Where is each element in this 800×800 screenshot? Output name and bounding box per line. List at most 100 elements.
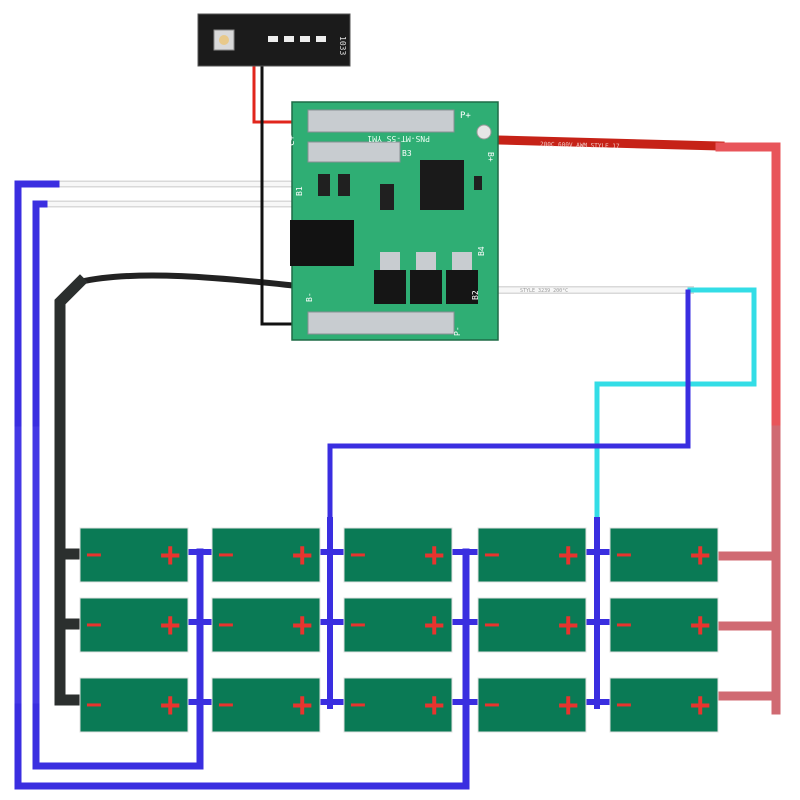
battery-cell-body [343, 597, 453, 653]
black-lead-b-minus [76, 272, 302, 290]
terminal-label-b4: B4 [477, 246, 486, 256]
battery-cell-minus-sign: − [86, 540, 102, 570]
battery-cell-plus-sign: + [424, 605, 444, 645]
pad-p-minus [307, 311, 455, 335]
red-lead-print: 200C 600V AWM STYLE 17 [540, 141, 620, 150]
battery-cell-minus-sign: − [484, 690, 500, 720]
battery-cell: −+ [211, 527, 321, 583]
battery-cell-grid: −+−+−+−+−+−+−+−+−+−+−+−+−+−+−+ [79, 527, 719, 733]
battery-cell: −+ [609, 677, 719, 733]
terminal-label-b2: B2 [471, 290, 480, 300]
push-button-cap [219, 35, 229, 45]
battery-cell-minus-sign: − [616, 540, 632, 570]
battery-cell: −+ [343, 597, 453, 653]
insulated-leads: 200C 600V AWM STYLE 17 STYLE 3239 200°C [40, 64, 725, 326]
battery-cell-body [211, 677, 321, 733]
battery-cell-minus-sign: − [218, 610, 234, 640]
battery-cell-plus-sign: + [292, 535, 312, 575]
blue-outer-highlight [14, 426, 40, 704]
mosfet-icon [374, 270, 478, 304]
smd-components [318, 174, 482, 210]
battery-cell-plus-sign: + [424, 685, 444, 725]
battery-cell: −+ [343, 677, 453, 733]
pad-b3 [307, 141, 401, 163]
terminal-label-b1: B1 [295, 186, 304, 196]
battery-cell-body [79, 597, 189, 653]
bus-col3-col4 [451, 549, 481, 709]
bms-model-text: PNS-MT-5S YM1 [367, 134, 430, 143]
battery-cell-plus-sign: + [292, 605, 312, 645]
battery-cell: −+ [477, 677, 587, 733]
battery-cell: −+ [609, 527, 719, 583]
battery-cell-body [609, 527, 719, 583]
indicator-board: 1033 [197, 13, 351, 67]
battery-cell-body [609, 597, 719, 653]
red-positive-wire [715, 142, 781, 435]
small-board-black-lead [260, 64, 300, 326]
battery-cell: −+ [343, 527, 453, 583]
battery-cell-body [79, 527, 189, 583]
battery-cell-plus-sign: + [558, 685, 578, 725]
pink-positive-bus [715, 425, 781, 715]
battery-cell-body [609, 677, 719, 733]
battery-cell: −+ [477, 597, 587, 653]
battery-cell-plus-sign: + [558, 535, 578, 575]
bus-col1-col2 [185, 549, 215, 709]
battery-cell-minus-sign: − [350, 690, 366, 720]
ic-chip-icon [420, 160, 464, 210]
battery-cell-body [477, 677, 587, 733]
battery-cell-minus-sign: − [86, 690, 102, 720]
terminal-label-b-minus: B- [305, 292, 314, 302]
battery-cell-plus-sign: + [424, 535, 444, 575]
mounting-hole [476, 124, 492, 140]
battery-cell: −+ [477, 527, 587, 583]
red-lead-p-plus [493, 135, 725, 151]
battery-cell: −+ [79, 527, 189, 583]
battery-cell: −+ [79, 597, 189, 653]
battery-cell: −+ [211, 677, 321, 733]
battery-cell-body [343, 527, 453, 583]
battery-cell-minus-sign: − [218, 540, 234, 570]
bus-col4-col5 [582, 517, 612, 709]
battery-cell: −+ [609, 597, 719, 653]
battery-cell-plus-sign: + [558, 605, 578, 645]
battery-cell: −+ [211, 597, 321, 653]
blue-b3-wire [327, 289, 691, 523]
battery-cell-body [343, 677, 453, 733]
battery-cell-plus-sign: + [160, 685, 180, 725]
battery-cell-minus-sign: − [350, 610, 366, 640]
dc-jack-icon [290, 220, 354, 266]
terminal-label-c-plus: C+ [287, 135, 297, 146]
battery-cell-minus-sign: − [616, 690, 632, 720]
cyan-b4-wire [594, 287, 757, 523]
battery-cell-plus-sign: + [690, 605, 710, 645]
small-board-red-lead [252, 64, 298, 124]
battery-cell-minus-sign: − [350, 540, 366, 570]
bus-col2-col3 [315, 517, 345, 709]
terminal-label-b3: B3 [402, 149, 412, 158]
indicator-board-label: 1033 [338, 36, 347, 55]
battery-cell: −+ [79, 677, 189, 733]
battery-cell-plus-sign: + [160, 535, 180, 575]
battery-cell-minus-sign: − [218, 690, 234, 720]
battery-cell-minus-sign: − [484, 540, 500, 570]
battery-cell-plus-sign: + [160, 605, 180, 645]
terminal-label-p-plus: P+ [460, 111, 471, 121]
terminal-label-b-plus: B+ [486, 152, 495, 162]
battery-cell-body [79, 677, 189, 733]
battery-cell-body [211, 527, 321, 583]
battery-cell-body [477, 597, 587, 653]
battery-cell-plus-sign: + [292, 685, 312, 725]
battery-cell-minus-sign: − [616, 610, 632, 640]
mosfet-tabs [380, 252, 472, 270]
bms-board: PNS-MT-5S YM1 C+ P+ B+ B1 B2 B3 B4 B- P- [287, 101, 499, 341]
battery-cell-plus-sign: + [690, 685, 710, 725]
battery-cell-body [477, 527, 587, 583]
battery-cell-plus-sign: + [690, 535, 710, 575]
terminal-label-p-minus: P- [453, 326, 462, 336]
pad-c-plus [307, 109, 455, 133]
battery-cell-body [211, 597, 321, 653]
white-lead-print: STYLE 3239 200°C [520, 288, 568, 294]
led-icon [268, 36, 326, 42]
